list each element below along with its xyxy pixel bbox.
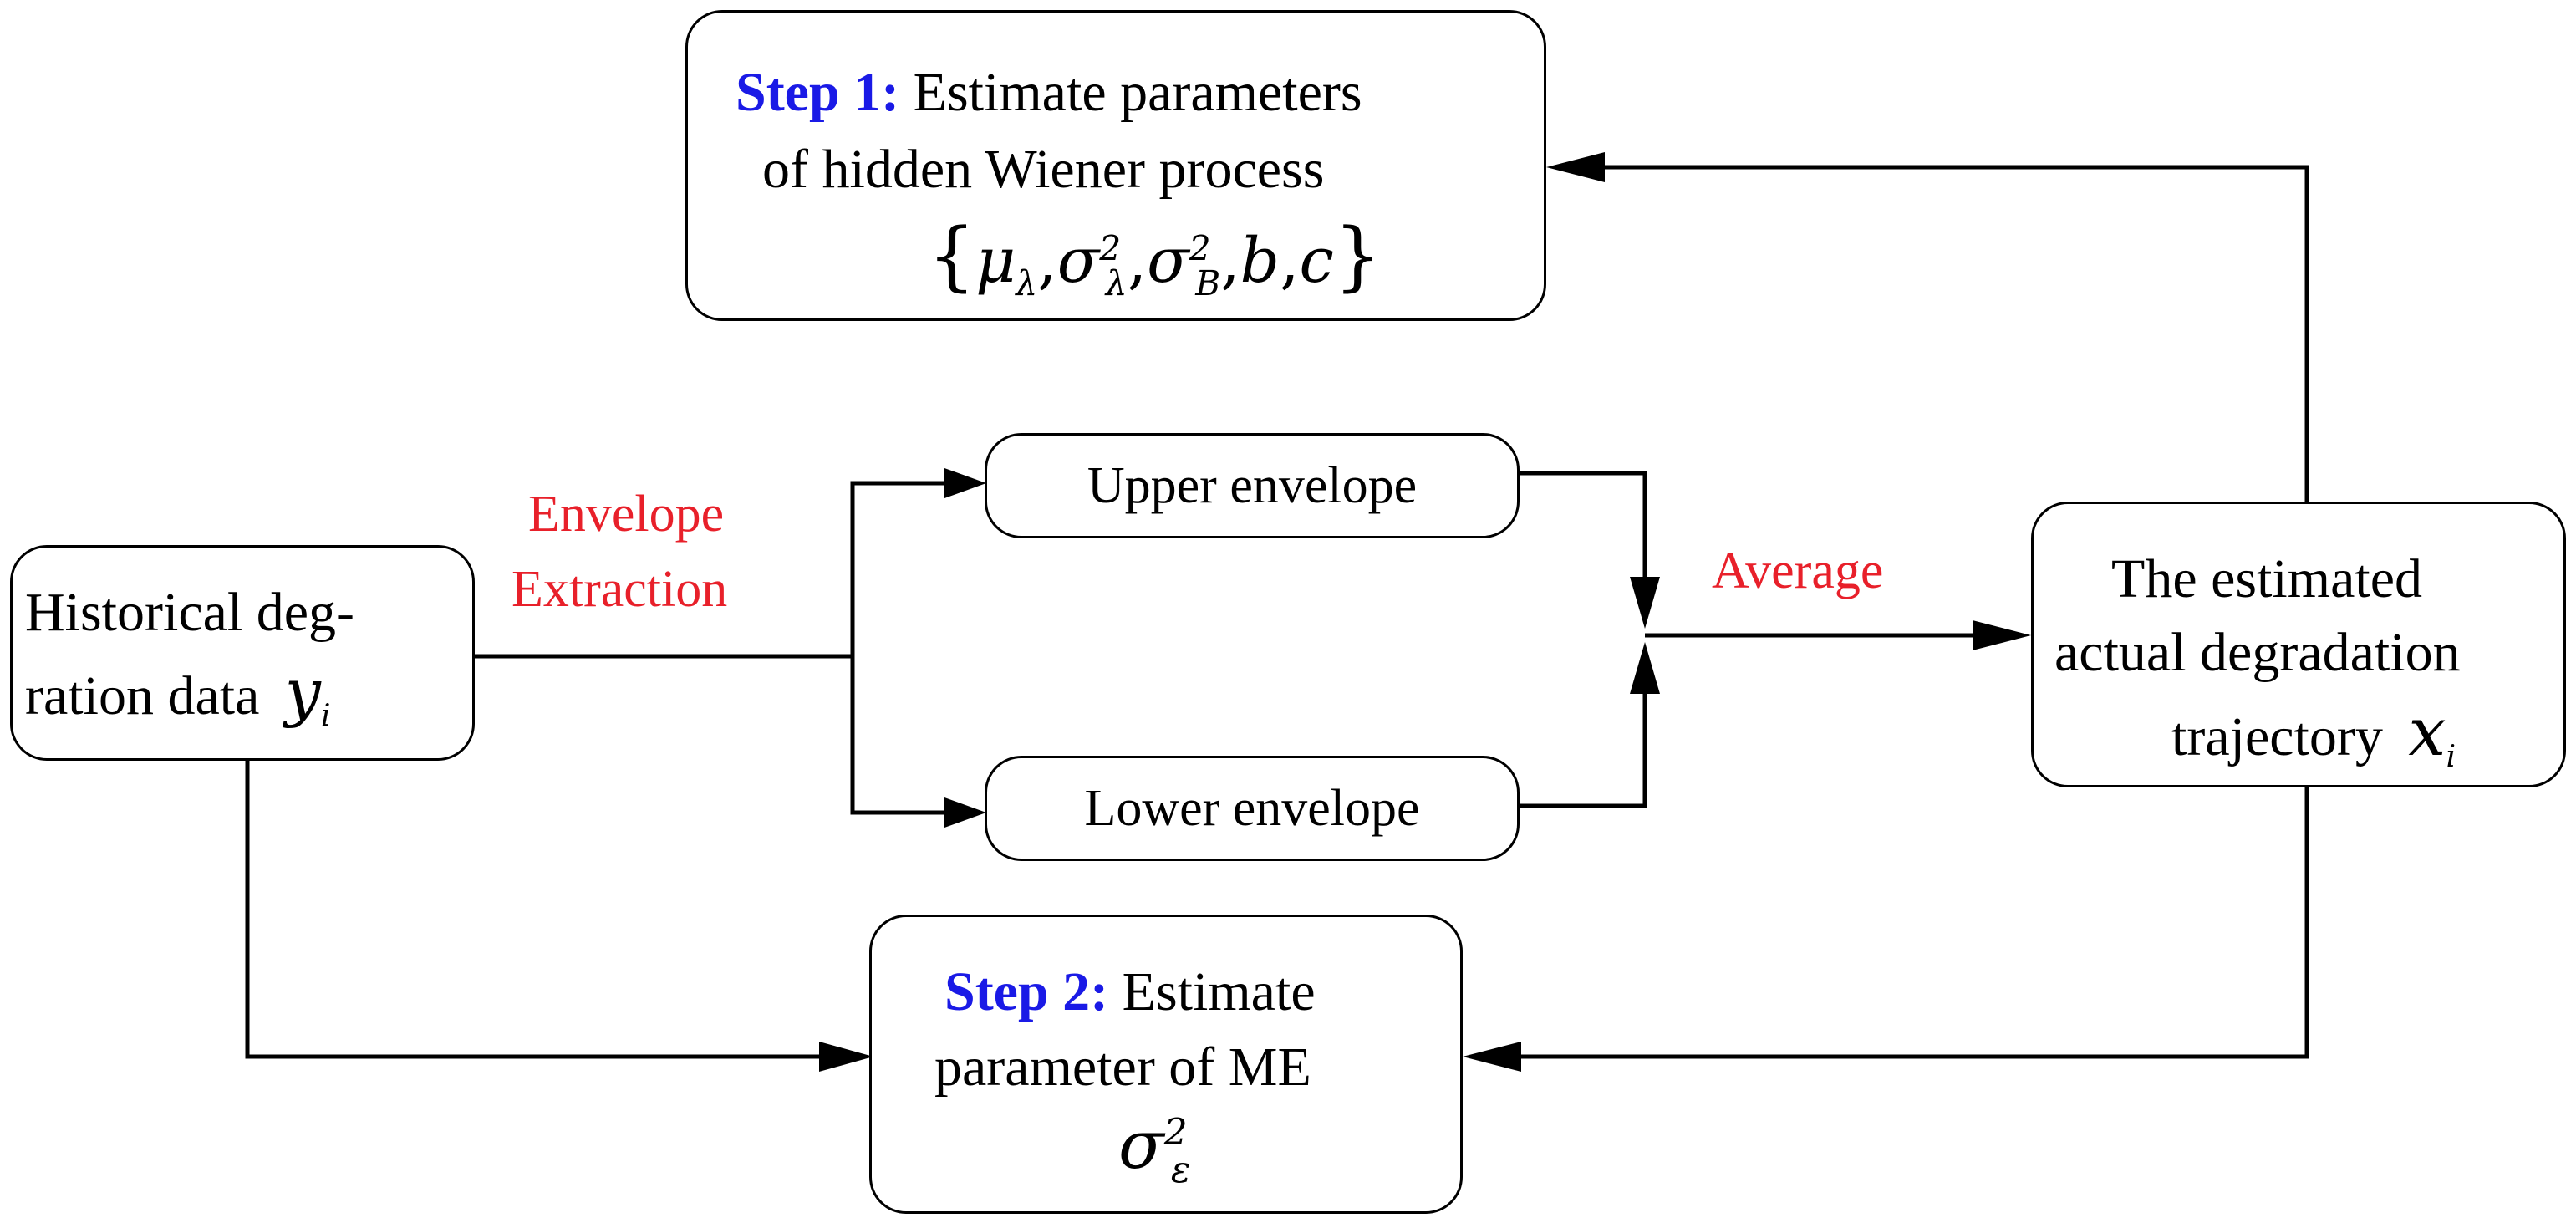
estimated-line3: trajectory xi — [2171, 699, 2456, 772]
historical-line1: Historical deg- — [25, 582, 355, 643]
param-sigma-b-sub: B — [1195, 262, 1221, 303]
param-sigma-lambda: σ — [1056, 225, 1100, 297]
step1-line1-text: Estimate parameters — [899, 62, 1362, 123]
param-sigma-lambda-sub: λ — [1105, 262, 1128, 303]
arrowhead-average-up — [1630, 642, 1660, 694]
historical-line2: ration data yi — [25, 660, 330, 731]
param-sigma-lambda-sup: 2 — [1099, 228, 1122, 269]
brace-close: } — [1334, 212, 1382, 300]
step2-sigma: σ2ε — [1118, 1111, 1190, 1189]
step1-line1: Step 1: Estimate parameters — [736, 65, 1362, 120]
connector-split-to-upper — [850, 481, 947, 656]
connector-estimated-to-step1 — [1605, 165, 2309, 502]
step2-box — [869, 915, 1463, 1214]
step1-params: {μλ,σ2λ,σ2B,b,c} — [928, 219, 1382, 301]
step2-line1-text: Estimate — [1108, 961, 1316, 1022]
comma-4: , — [1280, 225, 1300, 297]
step1-box — [685, 10, 1546, 321]
comma-1: , — [1037, 225, 1057, 297]
arrowhead-upper — [944, 468, 986, 498]
envelope-extraction-line2: Extraction — [512, 561, 728, 618]
estimated-line1: The estimated — [2111, 548, 2423, 609]
estimated-line3-text: trajectory — [2171, 706, 2383, 767]
connector-estimated-to-step2 — [1521, 787, 2309, 1059]
connector-split-to-lower — [850, 656, 947, 815]
upper-envelope-box: Upper envelope — [985, 433, 1520, 538]
estimated-var: x — [2408, 693, 2446, 771]
upper-envelope-label: Upper envelope — [1087, 456, 1418, 514]
brace-open: { — [928, 212, 976, 300]
arrowhead-lower — [944, 797, 986, 828]
step1-label: Step 1: — [736, 62, 900, 123]
historical-line2-text: ration data — [25, 665, 260, 726]
arrowhead-step2-left — [819, 1042, 873, 1072]
param-mu-sub: λ — [1016, 262, 1038, 303]
historical-box — [10, 545, 475, 761]
step2-line1: Step 2: Estimate — [944, 965, 1316, 1020]
connector-lower-to-average — [1515, 690, 1647, 808]
envelope-extraction-line1: Envelope — [528, 486, 725, 543]
lower-envelope-box: Lower envelope — [985, 756, 1520, 861]
param-c: c — [1299, 225, 1334, 297]
historical-var: y — [284, 655, 321, 729]
estimated-line2: actual degradation — [2054, 622, 2461, 683]
arrowhead-step1 — [1546, 152, 1605, 182]
connector-upper-to-average — [1515, 471, 1647, 577]
historical-var-sub: i — [320, 697, 331, 734]
param-mu: μ — [975, 225, 1016, 297]
lower-envelope-label: Lower envelope — [1084, 779, 1420, 837]
comma-3: , — [1220, 225, 1240, 297]
connector-historical-to-step2 — [245, 761, 819, 1059]
estimated-box — [2031, 502, 2566, 787]
step2-line2: parameter of ME — [934, 1037, 1311, 1098]
param-sigma-b-sup: 2 — [1189, 228, 1211, 269]
arrowhead-estimated — [1973, 620, 2031, 650]
arrowhead-step2-right — [1463, 1042, 1521, 1072]
step1-line2: of hidden Wiener process — [762, 139, 1325, 200]
step2-sigma-sup: 2 — [1163, 1111, 1188, 1154]
step2-label: Step 2: — [944, 961, 1109, 1022]
step2-sigma-symbol: σ — [1118, 1106, 1164, 1184]
comma-2: , — [1127, 225, 1148, 297]
step2-sigma-sub: ε — [1170, 1149, 1191, 1191]
average-label: Average — [1712, 543, 1884, 599]
estimated-var-sub: i — [2446, 738, 2456, 775]
arrowhead-average-down — [1630, 577, 1660, 629]
param-b: b — [1240, 225, 1280, 297]
param-sigma-b: σ — [1147, 225, 1189, 297]
